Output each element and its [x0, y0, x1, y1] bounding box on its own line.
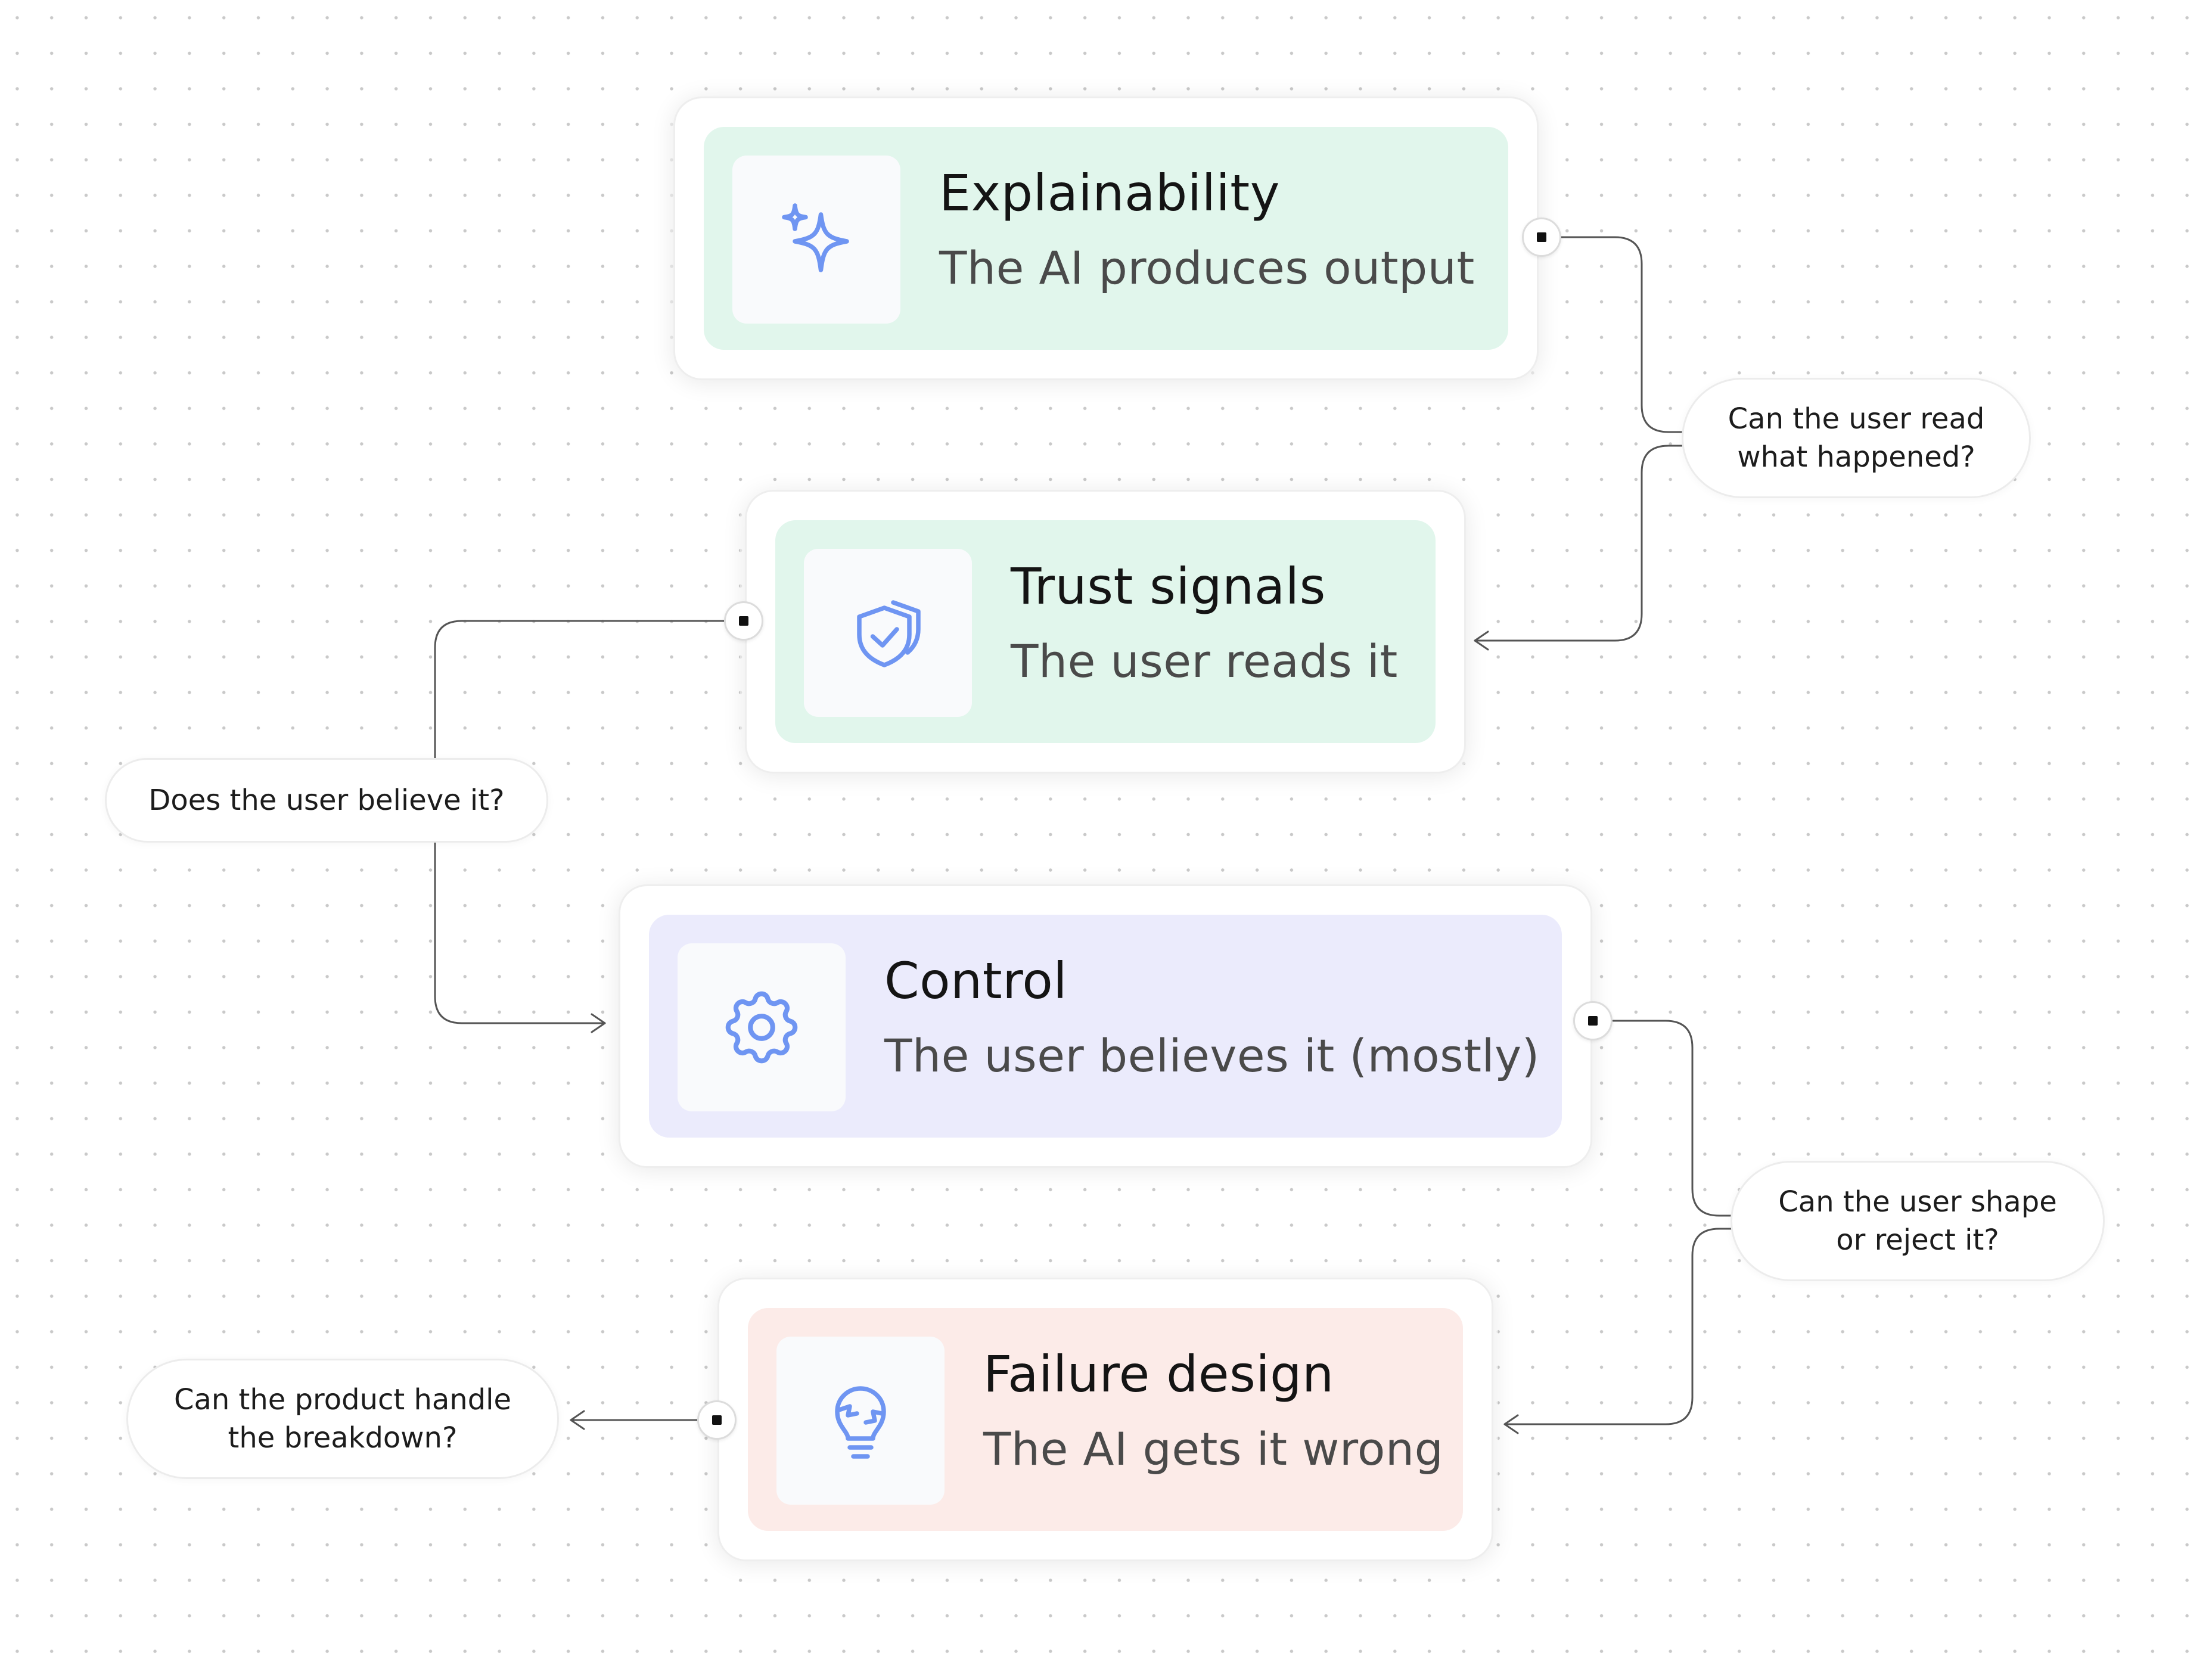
- port-dot: [712, 1415, 722, 1425]
- card-explainability[interactable]: Explainability The AI produces output: [673, 97, 1539, 380]
- edge-label-text: Can the product handle the breakdown?: [173, 1383, 512, 1455]
- icon-tile: [678, 943, 846, 1111]
- connector-q2-to-control: [434, 842, 606, 1024]
- icon-tile: [804, 549, 972, 717]
- output-port-explainability[interactable]: [1522, 218, 1561, 257]
- gear-icon: [725, 991, 798, 1064]
- output-port-control[interactable]: [1573, 1001, 1613, 1040]
- edge-label-text: Can the user read what happened?: [1728, 402, 1985, 474]
- card-subtitle: The user reads it: [1011, 635, 1398, 688]
- card-title: Failure design: [983, 1345, 1334, 1403]
- output-port-trust-signals[interactable]: [724, 601, 763, 641]
- card-failure-design-body: Failure design The AI gets it wrong: [748, 1308, 1463, 1531]
- edge-label-text: Does the user believe it?: [148, 784, 505, 817]
- edge-label-can-user-shape: Can the user shape or reject it?: [1731, 1161, 2105, 1281]
- output-port-failure-design[interactable]: [697, 1400, 737, 1440]
- arrowhead-trust: [1474, 630, 1489, 651]
- card-control-body: Control The user believes it (mostly): [649, 915, 1562, 1138]
- card-explainability-body: Explainability The AI produces output: [704, 127, 1508, 350]
- card-title: Explainability: [939, 164, 1280, 222]
- card-title: Control: [884, 952, 1068, 1010]
- icon-tile: [776, 1337, 945, 1505]
- port-dot: [1537, 232, 1546, 242]
- shield-check-icon: [857, 600, 921, 667]
- edge-label-does-user-believe: Does the user believe it?: [105, 758, 548, 843]
- card-trust-signals-body: Trust signals The user reads it: [775, 520, 1436, 743]
- arrowhead-control: [591, 1013, 606, 1033]
- card-subtitle: The AI produces output: [939, 241, 1475, 294]
- card-control[interactable]: Control The user believes it (mostly): [619, 884, 1592, 1168]
- arrowhead-failure: [1503, 1414, 1519, 1434]
- sparkle-icon: [782, 203, 849, 272]
- card-title: Trust signals: [1011, 557, 1326, 616]
- edge-label-can-product-handle: Can the product handle the breakdown?: [126, 1359, 559, 1479]
- connector-q3-to-failure: [1503, 1228, 1738, 1425]
- connector-q1-to-trust: [1474, 445, 1688, 642]
- icon-tile: [732, 156, 900, 324]
- connector-control-to-q3: [1612, 1020, 1738, 1217]
- edge-label-text: Can the user shape or reject it?: [1778, 1185, 2057, 1257]
- port-dot: [1588, 1016, 1598, 1026]
- card-subtitle: The user believes it (mostly): [884, 1029, 1540, 1082]
- card-subtitle: The AI gets it wrong: [983, 1422, 1444, 1475]
- connector-explainability-to-trust: [1560, 236, 1688, 433]
- connector-trust-to-q2: [434, 620, 727, 764]
- edge-label-can-user-read: Can the user read what happened?: [1682, 378, 2031, 498]
- arrowhead-q4: [570, 1410, 585, 1430]
- card-trust-signals[interactable]: Trust signals The user reads it: [745, 490, 1466, 773]
- broken-bulb-icon: [835, 1386, 886, 1459]
- card-failure-design[interactable]: Failure design The AI gets it wrong: [717, 1278, 1493, 1561]
- port-dot: [739, 616, 748, 626]
